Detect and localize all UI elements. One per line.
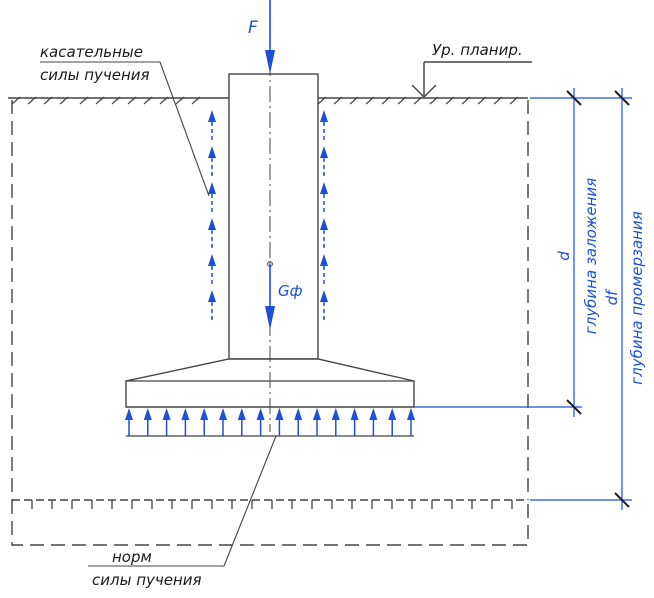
hatch-mark — [413, 96, 423, 105]
hatch-mark — [95, 96, 105, 105]
tangential-arrow — [320, 182, 328, 212]
depth-label: глубина заложения — [582, 178, 600, 334]
normal-arrow — [350, 408, 359, 436]
hatch-mark — [429, 96, 439, 105]
hatch-mark — [477, 96, 487, 105]
normal-arrow — [143, 408, 152, 436]
hatch-mark — [445, 96, 455, 105]
hatch-mark — [333, 96, 343, 105]
hatch-mark — [461, 96, 471, 105]
tangential-arrow — [208, 254, 216, 284]
normal-leader — [223, 435, 277, 567]
normal-arrow — [256, 408, 265, 436]
hatch-mark — [397, 96, 407, 105]
depth-symbol: d — [555, 251, 573, 261]
tangential-arrow — [208, 218, 216, 248]
hatch-mark — [317, 96, 327, 105]
normal-arrow — [181, 408, 190, 436]
frost-label: глубина промерзания — [628, 211, 646, 384]
weight-arrow — [265, 264, 275, 330]
hatch-mark — [365, 96, 375, 105]
hatch-mark — [127, 96, 137, 105]
normal-arrow — [331, 408, 340, 436]
hatch-mark — [59, 96, 69, 105]
normal-arrow — [313, 408, 321, 436]
tangential-arrow — [208, 182, 216, 212]
hatch-mark — [175, 96, 185, 105]
hatch-mark — [111, 96, 121, 105]
excavation-outline — [11, 100, 529, 546]
normal-arrow — [200, 408, 209, 436]
tangential-label-line1: касательные — [40, 43, 143, 61]
tangential-label-line2: силы пучения — [40, 66, 150, 84]
normal-label-line2: силы пучения — [92, 571, 202, 589]
normal-arrow — [388, 408, 397, 436]
normal-heave-arrows — [125, 408, 415, 436]
frost-line-hatching — [31, 500, 513, 509]
hatch-mark — [493, 96, 503, 105]
normal-arrow — [275, 408, 284, 436]
hatch-mark — [191, 96, 201, 105]
tangential-arrow — [208, 110, 216, 140]
normal-label-line1: норм — [112, 548, 152, 566]
hatch-mark — [349, 96, 359, 105]
hatch-mark — [43, 96, 53, 105]
hatch-mark — [143, 96, 153, 105]
normal-arrow — [369, 408, 378, 436]
hatch-mark — [11, 96, 21, 105]
weight-label: Gф — [278, 282, 303, 300]
hatch-mark — [79, 96, 89, 105]
hatch-mark — [159, 96, 169, 105]
tangential-arrow — [320, 146, 328, 176]
dimension-ticks — [566, 90, 630, 508]
normal-arrow — [407, 408, 415, 436]
hatch-mark — [27, 96, 37, 105]
tangential-heave-arrows — [208, 110, 328, 320]
normal-arrow — [219, 408, 227, 436]
normal-arrow — [294, 408, 303, 436]
tangential-arrow — [320, 218, 328, 248]
tangential-arrow — [320, 110, 328, 140]
load-arrow-F — [265, 0, 275, 74]
frost-symbol: df — [603, 288, 621, 306]
foundation-column — [228, 73, 319, 360]
tangential-leader — [159, 61, 210, 197]
tangential-arrow — [320, 290, 328, 320]
hatch-mark — [509, 96, 519, 105]
tangential-arrow — [208, 146, 216, 176]
force-label: F — [248, 18, 258, 38]
dimension-lines — [414, 88, 632, 510]
tangential-arrow — [208, 290, 216, 320]
normal-arrow — [125, 408, 133, 436]
ground-hatching — [11, 96, 519, 105]
normal-arrow — [237, 408, 246, 436]
hatch-mark — [381, 96, 391, 105]
ground-level-label: Ур. планир. — [432, 41, 523, 59]
normal-arrow — [162, 408, 171, 436]
tangential-arrow — [320, 254, 328, 284]
ground-level-marker — [411, 61, 532, 98]
